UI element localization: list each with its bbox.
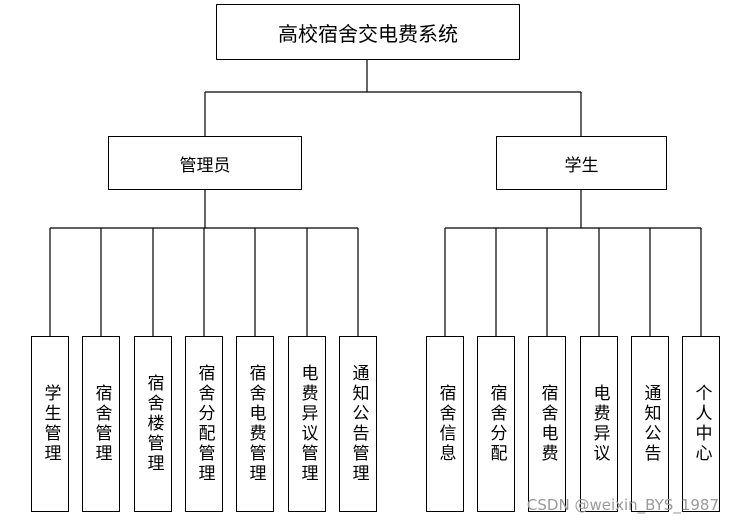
student-leaf-dorm-info: 宿舍信息 [426, 336, 464, 512]
leaf-label: 电费异议管理 [297, 364, 318, 484]
admin-leaf-dorm-electricity-management: 宿舍电费管理 [236, 336, 274, 512]
student-leaf-personal-center: 个人中心 [682, 336, 720, 512]
leaf-label: 通知公告管理 [348, 364, 369, 484]
student-leaf-notice: 通知公告 [631, 336, 669, 512]
leaf-label: 宿舍分配 [486, 384, 507, 464]
admin-leaf-dorm-assignment-management: 宿舍分配管理 [185, 336, 223, 512]
student-leaf-electricity-dispute: 电费异议 [580, 336, 618, 512]
leaf-label: 学生管理 [40, 384, 61, 464]
leaf-label: 宿舍电费管理 [245, 364, 266, 484]
student-node-label: 学生 [564, 155, 599, 176]
admin-leaf-electricity-dispute-management: 电费异议管理 [288, 336, 326, 512]
leaf-label: 通知公告 [640, 384, 661, 464]
admin-node-label: 管理员 [179, 155, 231, 176]
admin-node: 管理员 [108, 136, 302, 190]
admin-leaf-notice-management: 通知公告管理 [339, 336, 377, 512]
leaf-label: 宿舍电费 [537, 384, 558, 464]
leaf-label: 个人中心 [691, 384, 712, 464]
admin-leaf-student-management: 学生管理 [31, 336, 69, 512]
admin-leaf-dorm-management: 宿舍管理 [82, 336, 120, 512]
root-node: 高校宿舍交电费系统 [216, 4, 520, 60]
leaf-label: 宿舍信息 [435, 384, 456, 464]
leaf-label: 宿舍管理 [91, 384, 112, 464]
watermark: CSDN @weixin_BYS_1987 [526, 496, 719, 514]
root-node-label: 高校宿舍交电费系统 [278, 21, 458, 46]
leaf-label: 宿舍分配管理 [194, 364, 215, 484]
student-leaf-dorm-assignment: 宿舍分配 [477, 336, 515, 512]
leaf-label: 宿舍楼管理 [143, 374, 164, 474]
student-node: 学生 [496, 136, 667, 190]
student-leaf-dorm-electricity: 宿舍电费 [528, 336, 566, 512]
leaf-label: 电费异议 [589, 384, 610, 464]
admin-leaf-dorm-building-management: 宿舍楼管理 [134, 336, 172, 512]
